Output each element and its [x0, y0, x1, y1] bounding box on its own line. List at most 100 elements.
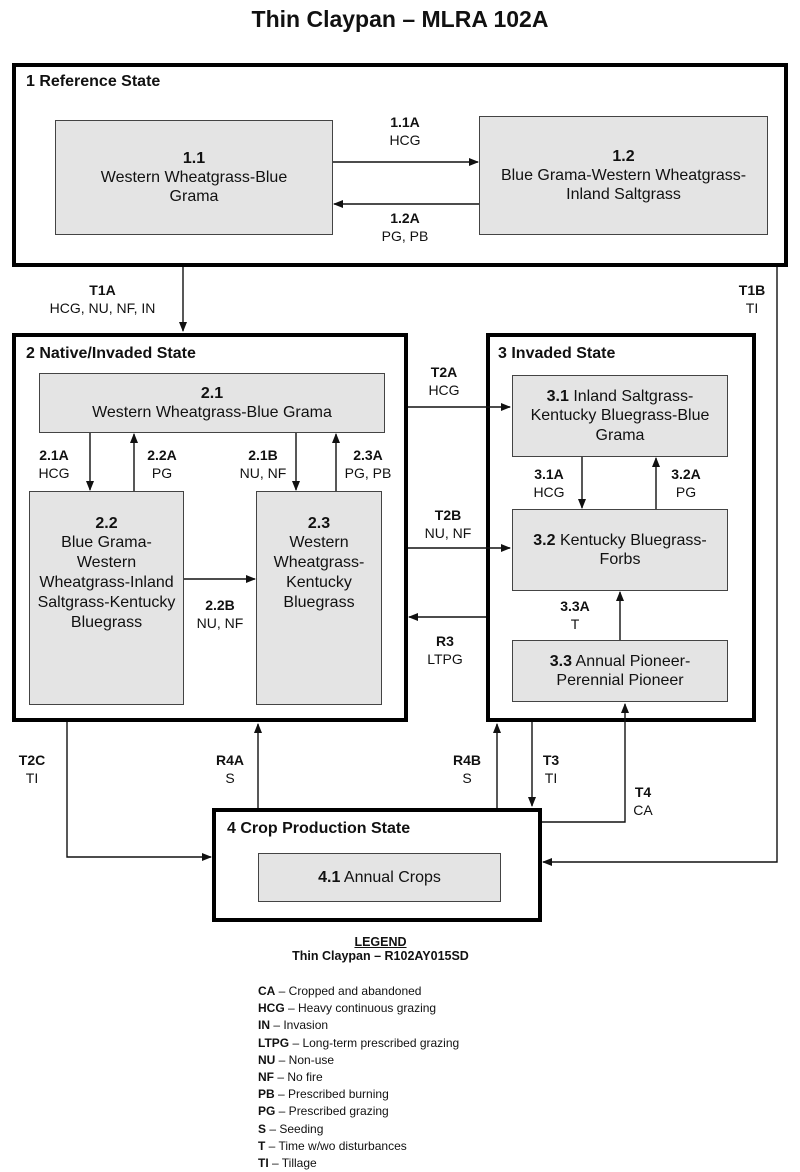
- legend-abbreviation: NU: [258, 1052, 276, 1067]
- community-3-1: 3.1 Inland Saltgrass-Kentucky Bluegrass-…: [512, 375, 728, 457]
- legend-item: NF – No fire: [258, 1069, 503, 1086]
- community-3-2-name: Kentucky Bluegrass-Forbs: [559, 531, 707, 568]
- transition-3-2A-drivers: PG: [675, 483, 697, 500]
- arrow-T2C: [66, 722, 212, 861]
- transition-T2C: T2C TI: [14, 752, 50, 788]
- transition-2-3A: 2.3A PG, PB: [336, 447, 400, 483]
- legend-subtitle: Thin Claypan – R102AY015SD: [292, 949, 469, 963]
- transition-3-3A-code: 3.3A: [560, 598, 590, 614]
- legend-item: PG – Prescribed grazing: [258, 1103, 503, 1120]
- legend-definition: – No fire: [274, 1070, 323, 1085]
- legend-item: LTPG – Long-term prescribed grazing: [258, 1035, 503, 1052]
- transition-R4B-code: R4B: [452, 752, 481, 768]
- state-3-invaded: [486, 333, 756, 722]
- community-3-3-number: 3.3: [549, 652, 572, 670]
- transition-2-2B-drivers: NU, NF: [196, 614, 244, 631]
- transition-T2A: T2A HCG: [414, 364, 474, 400]
- community-3-1-text: 3.1 Inland Saltgrass-Kentucky Bluegrass-…: [518, 387, 723, 445]
- community-3-2-number: 3.2: [533, 531, 556, 549]
- transition-R3-drivers: LTPG: [427, 650, 463, 667]
- state-4-label: 4 Crop Production State: [227, 820, 411, 837]
- community-1-2-number: 1.2: [612, 147, 635, 165]
- community-4-1: 4.1 Annual Crops: [258, 853, 501, 902]
- diagram-title: Thin Claypan – MLRA 102A: [251, 6, 549, 32]
- transition-R4B: R4B S: [447, 752, 487, 788]
- transition-R3: R3 LTPG: [416, 633, 474, 669]
- transition-T2B-code: T2B: [434, 507, 462, 523]
- legend-item: TI – Tillage: [258, 1155, 503, 1172]
- community-1-2: 1.2 Blue Grama-Western Wheatgrass-Inland…: [479, 116, 768, 235]
- legend-item: HCG – Heavy continuous grazing: [258, 1000, 503, 1017]
- community-4-1-number: 4.1: [318, 868, 341, 886]
- legend-definition: – Seeding: [266, 1121, 324, 1136]
- community-1-1-name: Western Wheatgrass-Blue Grama: [100, 168, 288, 206]
- transition-1-2A-code: 1.2A: [390, 210, 420, 226]
- community-4-1-text: 4.1 Annual Crops: [318, 868, 441, 887]
- legend-abbreviation: S: [258, 1121, 267, 1136]
- transition-T2A-code: T2A: [430, 364, 458, 380]
- community-3-3: 3.3 Annual Pioneer-Perennial Pioneer: [512, 640, 728, 702]
- transition-2-1B-drivers: NU, NF: [239, 464, 287, 481]
- arrow-T4: [542, 703, 629, 823]
- legend-item: IN – Invasion: [258, 1017, 503, 1034]
- transition-3-2A: 3.2A PG: [662, 466, 710, 502]
- transition-1-1A-code: 1.1A: [390, 114, 420, 130]
- community-2-2-number: 2.2: [95, 515, 118, 532]
- transition-T1B-drivers: TI: [745, 299, 759, 316]
- legend-definition: – Cropped and abandoned: [275, 984, 422, 998]
- transition-3-3A-drivers: T: [570, 615, 580, 632]
- legend-abbreviation: PG: [258, 1104, 276, 1119]
- community-3-3-text: 3.3 Annual Pioneer-Perennial Pioneer: [525, 652, 715, 690]
- transition-2-2B-code: 2.2B: [205, 597, 235, 613]
- legend-abbreviation: PB: [258, 1087, 275, 1102]
- legend-abbreviation: IN: [258, 1018, 270, 1033]
- community-3-3-name: Annual Pioneer-Perennial Pioneer: [556, 652, 691, 689]
- state-2-native-invaded: [12, 333, 408, 722]
- transition-2-1A-code: 2.1A: [39, 447, 69, 463]
- state-2-label: 2 Native/Invaded State: [26, 345, 196, 362]
- transition-T2A-drivers: HCG: [428, 381, 460, 398]
- transition-2-2B: 2.2B NU, NF: [188, 597, 252, 633]
- community-3-2-text: 3.2 Kentucky Bluegrass-Forbs: [518, 531, 723, 569]
- transition-1-1A-drivers: HCG: [389, 131, 421, 148]
- legend-heading-text: LEGEND: [354, 935, 407, 949]
- transition-T4-code: T4: [634, 784, 652, 800]
- transition-1-2A: 1.2A PG, PB: [370, 210, 440, 246]
- transition-3-3A: 3.3A T: [551, 598, 599, 634]
- community-2-2-name: Blue Grama-Western Wheatgrass-Inland Sal…: [37, 534, 176, 632]
- community-3-1-name: Inland Saltgrass-Kentucky Bluegrass-Blue…: [530, 388, 710, 444]
- legend-abbreviation: CA: [258, 984, 276, 998]
- transition-T1B-code: T1B: [738, 282, 766, 298]
- transition-2-1B-code: 2.1B: [248, 447, 278, 463]
- transition-2-3A-code: 2.3A: [353, 447, 383, 463]
- legend-definition: – Long-term prescribed grazing: [289, 1035, 460, 1050]
- transition-2-3A-drivers: PG, PB: [344, 464, 392, 481]
- transition-T1A-code: T1A: [89, 282, 116, 298]
- transition-3-1A-code: 3.1A: [534, 466, 564, 482]
- transition-3-2A-code: 3.2A: [671, 466, 701, 482]
- transition-T4-drivers: CA: [633, 801, 653, 818]
- community-2-1-number: 2.1: [200, 384, 224, 402]
- community-2-3: 2.3 Western Wheatgrass-Kentucky Bluegras…: [256, 491, 382, 705]
- transition-T3: T3 TI: [536, 752, 566, 788]
- transition-2-2A-drivers: PG: [151, 464, 173, 481]
- transition-2-1B: 2.1B NU, NF: [232, 447, 294, 483]
- transition-R4B-drivers: S: [462, 769, 472, 786]
- transition-T2B-drivers: NU, NF: [424, 524, 472, 541]
- community-2-1-name: Western Wheatgrass-Blue Grama: [92, 404, 332, 421]
- transition-T4: T4 CA: [628, 784, 658, 820]
- transition-R3-code: R3: [436, 633, 454, 649]
- legend: LEGEND Thin Claypan – R102AY015SD CA – C…: [258, 935, 503, 1172]
- community-4-1-name: Annual Crops: [343, 868, 441, 886]
- transition-1-1A: 1.1A HCG: [375, 114, 435, 150]
- transition-R4A-drivers: S: [225, 769, 235, 786]
- legend-abbreviation: TI: [258, 1156, 269, 1171]
- state-4-crop-production: [212, 808, 542, 922]
- transition-T2C-drivers: TI: [25, 769, 39, 786]
- state-1-reference: [12, 63, 788, 267]
- legend-definition: – Heavy continuous grazing: [284, 1001, 437, 1016]
- community-3-2: 3.2 Kentucky Bluegrass-Forbs: [512, 509, 728, 591]
- community-1-1: 1.1 Western Wheatgrass-Blue Grama: [55, 120, 333, 235]
- legend-definition: – Tillage: [268, 1156, 317, 1171]
